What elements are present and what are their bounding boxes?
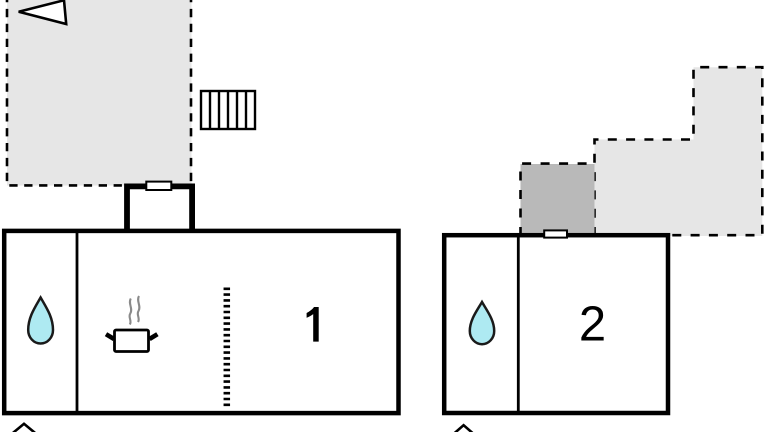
svg-text:2: 2 — [579, 298, 606, 352]
